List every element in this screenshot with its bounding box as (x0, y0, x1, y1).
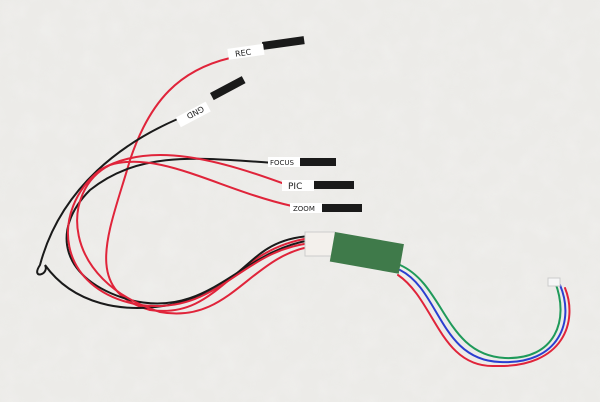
label-focus-text: FOCUS (270, 159, 295, 167)
label-zoom-text: ZOOM (293, 205, 315, 213)
label-zoom: ZOOM (290, 203, 322, 213)
label-rec: REC (227, 43, 265, 60)
label-pic: PIC (282, 180, 314, 192)
wire-bundle (36, 57, 571, 368)
label-focus: FOCUS (268, 157, 300, 167)
connector-housings (210, 36, 561, 287)
circuit-board (329, 232, 404, 274)
label-pic-text: PIC (288, 182, 302, 192)
label-rec-text: REC (235, 48, 253, 59)
